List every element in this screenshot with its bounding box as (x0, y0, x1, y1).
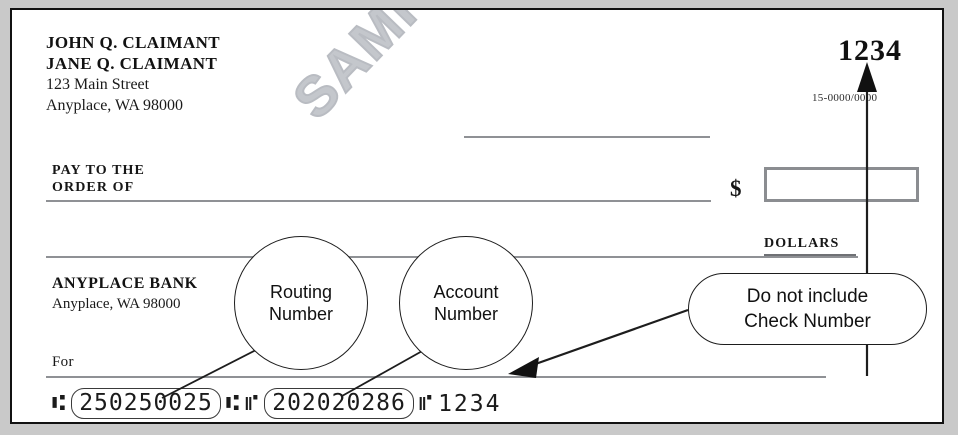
amount-box (764, 167, 919, 202)
micr-check-number: 1234 (438, 390, 502, 417)
dollars-label: DOLLARS (764, 236, 840, 251)
pay-to-line-2: ORDER OF (52, 180, 135, 195)
micr-routing-number: 250250025 (71, 388, 221, 419)
micr-on-us-symbol-right: ⑈ (418, 391, 434, 416)
micr-on-us-symbol-left: ⑈ (245, 391, 260, 416)
sample-watermark: SAMPLE (280, 10, 540, 256)
warning-callout-line-2: Check Number (744, 311, 871, 332)
bank-address: Anyplace, WA 98000 (52, 296, 181, 312)
bank-name: ANYPLACE BANK (52, 275, 198, 292)
date-line (464, 136, 710, 138)
payer-block: JOHN Q. CLAIMANT JANE Q. CLAIMANT 123 Ma… (46, 32, 220, 116)
do-not-include-check-number-callout: Do not include Check Number (688, 273, 927, 345)
watermark-text: SAMPLE (280, 8, 498, 131)
pay-to-the-order-of-label: PAY TO THE ORDER OF (52, 162, 145, 196)
warning-arrow-head (508, 357, 539, 378)
payee-line (46, 200, 711, 202)
warning-callout-line-1: Do not include (746, 286, 869, 307)
check-number: 1234 (838, 34, 902, 67)
micr-transit-symbol-right: ⑆ (225, 391, 241, 416)
routing-callout-line-1: Routing (269, 282, 333, 302)
warning-arrow-shaft (526, 308, 689, 369)
bank-block: ANYPLACE BANK Anyplace, WA 98000 (52, 274, 198, 314)
check-document: SAMPLE JOHN Q. CLAIMANT JANE Q. CLAIMANT… (10, 8, 944, 424)
account-number-callout: Account Number (399, 236, 533, 370)
routing-number-callout: Routing Number (234, 236, 368, 370)
account-callout-line-2: Number (433, 304, 498, 324)
fractional-routing-code: 15-0000/0000 (812, 92, 878, 104)
pay-to-line-1: PAY TO THE (52, 163, 145, 178)
account-callout-line-1: Account (433, 282, 499, 302)
payer-name-line-1: JOHN Q. CLAIMANT (46, 33, 221, 52)
currency-symbol: $ (730, 176, 742, 201)
micr-transit-symbol-left: ⑆ (52, 391, 67, 416)
dollars-label-underline (764, 254, 856, 256)
payer-address-line-1: 123 Main Street (46, 76, 150, 93)
payer-name-line-2: JANE Q. CLAIMANT (46, 54, 218, 73)
routing-callout-line-2: Number (268, 304, 334, 324)
memo-line (46, 376, 826, 378)
payer-address-line-2: Anyplace, WA 98000 (46, 97, 184, 114)
micr-account-number: 202020286 (264, 388, 414, 419)
memo-label: For (52, 354, 74, 370)
micr-line: ⑆ 250250025 ⑆ ⑈ 202020286 ⑈ 1234 (52, 388, 501, 419)
